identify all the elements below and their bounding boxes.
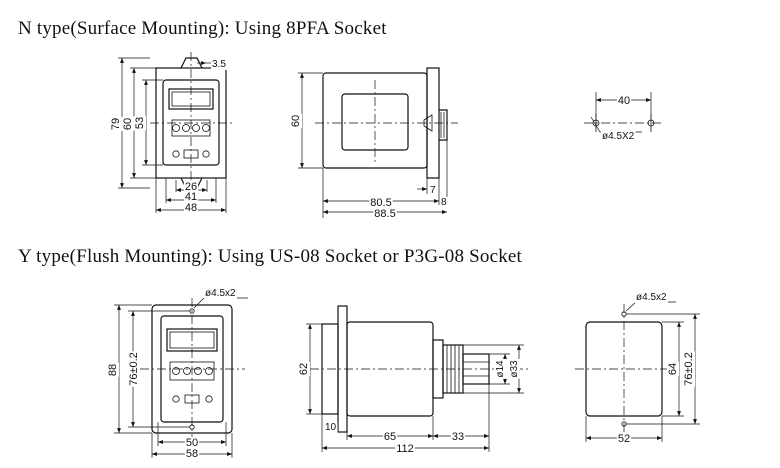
label-backdrop xyxy=(107,362,119,378)
n-holes-dim-40: 40 xyxy=(618,95,630,107)
n-side-dim-60: 60 xyxy=(290,115,302,127)
y-side-dim-62: 62 xyxy=(298,363,310,375)
y-side-dim-65: 65 xyxy=(384,431,396,443)
y-side-dim-112: 112 xyxy=(396,443,414,455)
label-backdrop xyxy=(184,437,200,449)
label-backdrop xyxy=(667,361,679,377)
y-side-dim-33-dia: ø33 xyxy=(509,360,520,378)
label-backdrop xyxy=(290,113,302,129)
y-side-dim-33: 33 xyxy=(452,431,464,443)
y-front-dim-58: 58 xyxy=(186,448,198,460)
label-backdrop xyxy=(298,361,310,377)
y-knob-row xyxy=(172,367,213,375)
n-side-dim-8: 8 xyxy=(441,197,447,208)
y-front-dim-76: 76±0.2 xyxy=(128,352,140,386)
label-backdrop xyxy=(128,351,140,387)
label-backdrop xyxy=(450,431,466,443)
n-dim-79: 79 xyxy=(110,118,122,130)
label-backdrop xyxy=(324,422,338,433)
label-backdrop xyxy=(122,116,134,132)
n-holes-view: 40 ø4.5X2 xyxy=(584,92,664,142)
n-type-title: N type(Surface Mounting): Using 8PFA Soc… xyxy=(18,18,387,39)
y-front-dim-50: 50 xyxy=(186,437,198,449)
n-side-dim-7: 7 xyxy=(430,185,436,196)
n-side-pin-block xyxy=(439,109,448,141)
y-cutout-dim-76: 76±0.2 xyxy=(683,352,695,386)
n-knob-row xyxy=(172,124,210,132)
label-backdrop xyxy=(211,59,228,70)
y-cutout-view: ø4.5x2 64 76±0.2 52 xyxy=(575,292,700,445)
y-side-view: 62 ø14 ø33 10 65 33 112 xyxy=(298,305,530,455)
y-cutout-dim-52: 52 xyxy=(618,433,630,445)
label-backdrop xyxy=(429,185,437,196)
y-side-dim-14: ø14 xyxy=(495,360,506,378)
label-backdrop xyxy=(110,116,122,132)
n-terminal-left xyxy=(172,150,180,158)
n-side-dim-80-5: 80.5 xyxy=(370,197,391,209)
n-holes-hole-label: ø4.5X2 xyxy=(602,131,635,142)
n-dim-top: 3.5 xyxy=(212,59,226,70)
n-terminal-right xyxy=(202,150,210,158)
n-dim-26: 26 xyxy=(185,181,197,193)
y-type-title: Y type(Flush Mounting): Using US-08 Sock… xyxy=(18,246,523,267)
n-side-view: 60 7 8 80.5 88.5 xyxy=(290,67,458,220)
y-side-dim-10: 10 xyxy=(325,422,337,433)
label-backdrop xyxy=(134,115,146,131)
y-front-view: ø4.5x2 88 76±0.2 50 58 xyxy=(107,288,248,460)
n-relay-body xyxy=(162,79,220,166)
label-backdrop xyxy=(183,191,199,203)
y-cutout-dim-64: 64 xyxy=(667,363,679,375)
label-backdrop xyxy=(183,202,199,214)
label-backdrop xyxy=(183,181,199,193)
y-front-dim-88: 88 xyxy=(107,364,119,376)
n-side-terminal xyxy=(423,114,433,132)
label-backdrop xyxy=(184,448,200,460)
n-dim-53: 53 xyxy=(134,117,146,129)
label-backdrop xyxy=(509,358,520,379)
label-backdrop xyxy=(440,197,448,208)
label-backdrop xyxy=(616,95,632,107)
label-backdrop xyxy=(616,433,632,445)
label-backdrop xyxy=(382,431,398,443)
label-backdrop xyxy=(495,358,506,379)
label-backdrop xyxy=(373,208,397,220)
n-side-dim-88-5: 88.5 xyxy=(374,208,395,220)
label-backdrop xyxy=(683,351,695,387)
n-dim-41: 41 xyxy=(185,191,197,203)
label-backdrop xyxy=(369,197,393,209)
y-cutout-hole-label: ø4.5x2 xyxy=(636,292,667,303)
y-front-hole-label: ø4.5x2 xyxy=(205,288,236,299)
n-dim-60: 60 xyxy=(122,118,134,130)
label-backdrop xyxy=(601,131,636,142)
label-backdrop xyxy=(395,443,415,455)
n-front-view: 3.5 79 60 53 26 41 48 xyxy=(110,52,232,214)
n-dim-48: 48 xyxy=(185,202,197,214)
label-backdrop xyxy=(204,288,238,299)
label-backdrop xyxy=(635,292,669,303)
